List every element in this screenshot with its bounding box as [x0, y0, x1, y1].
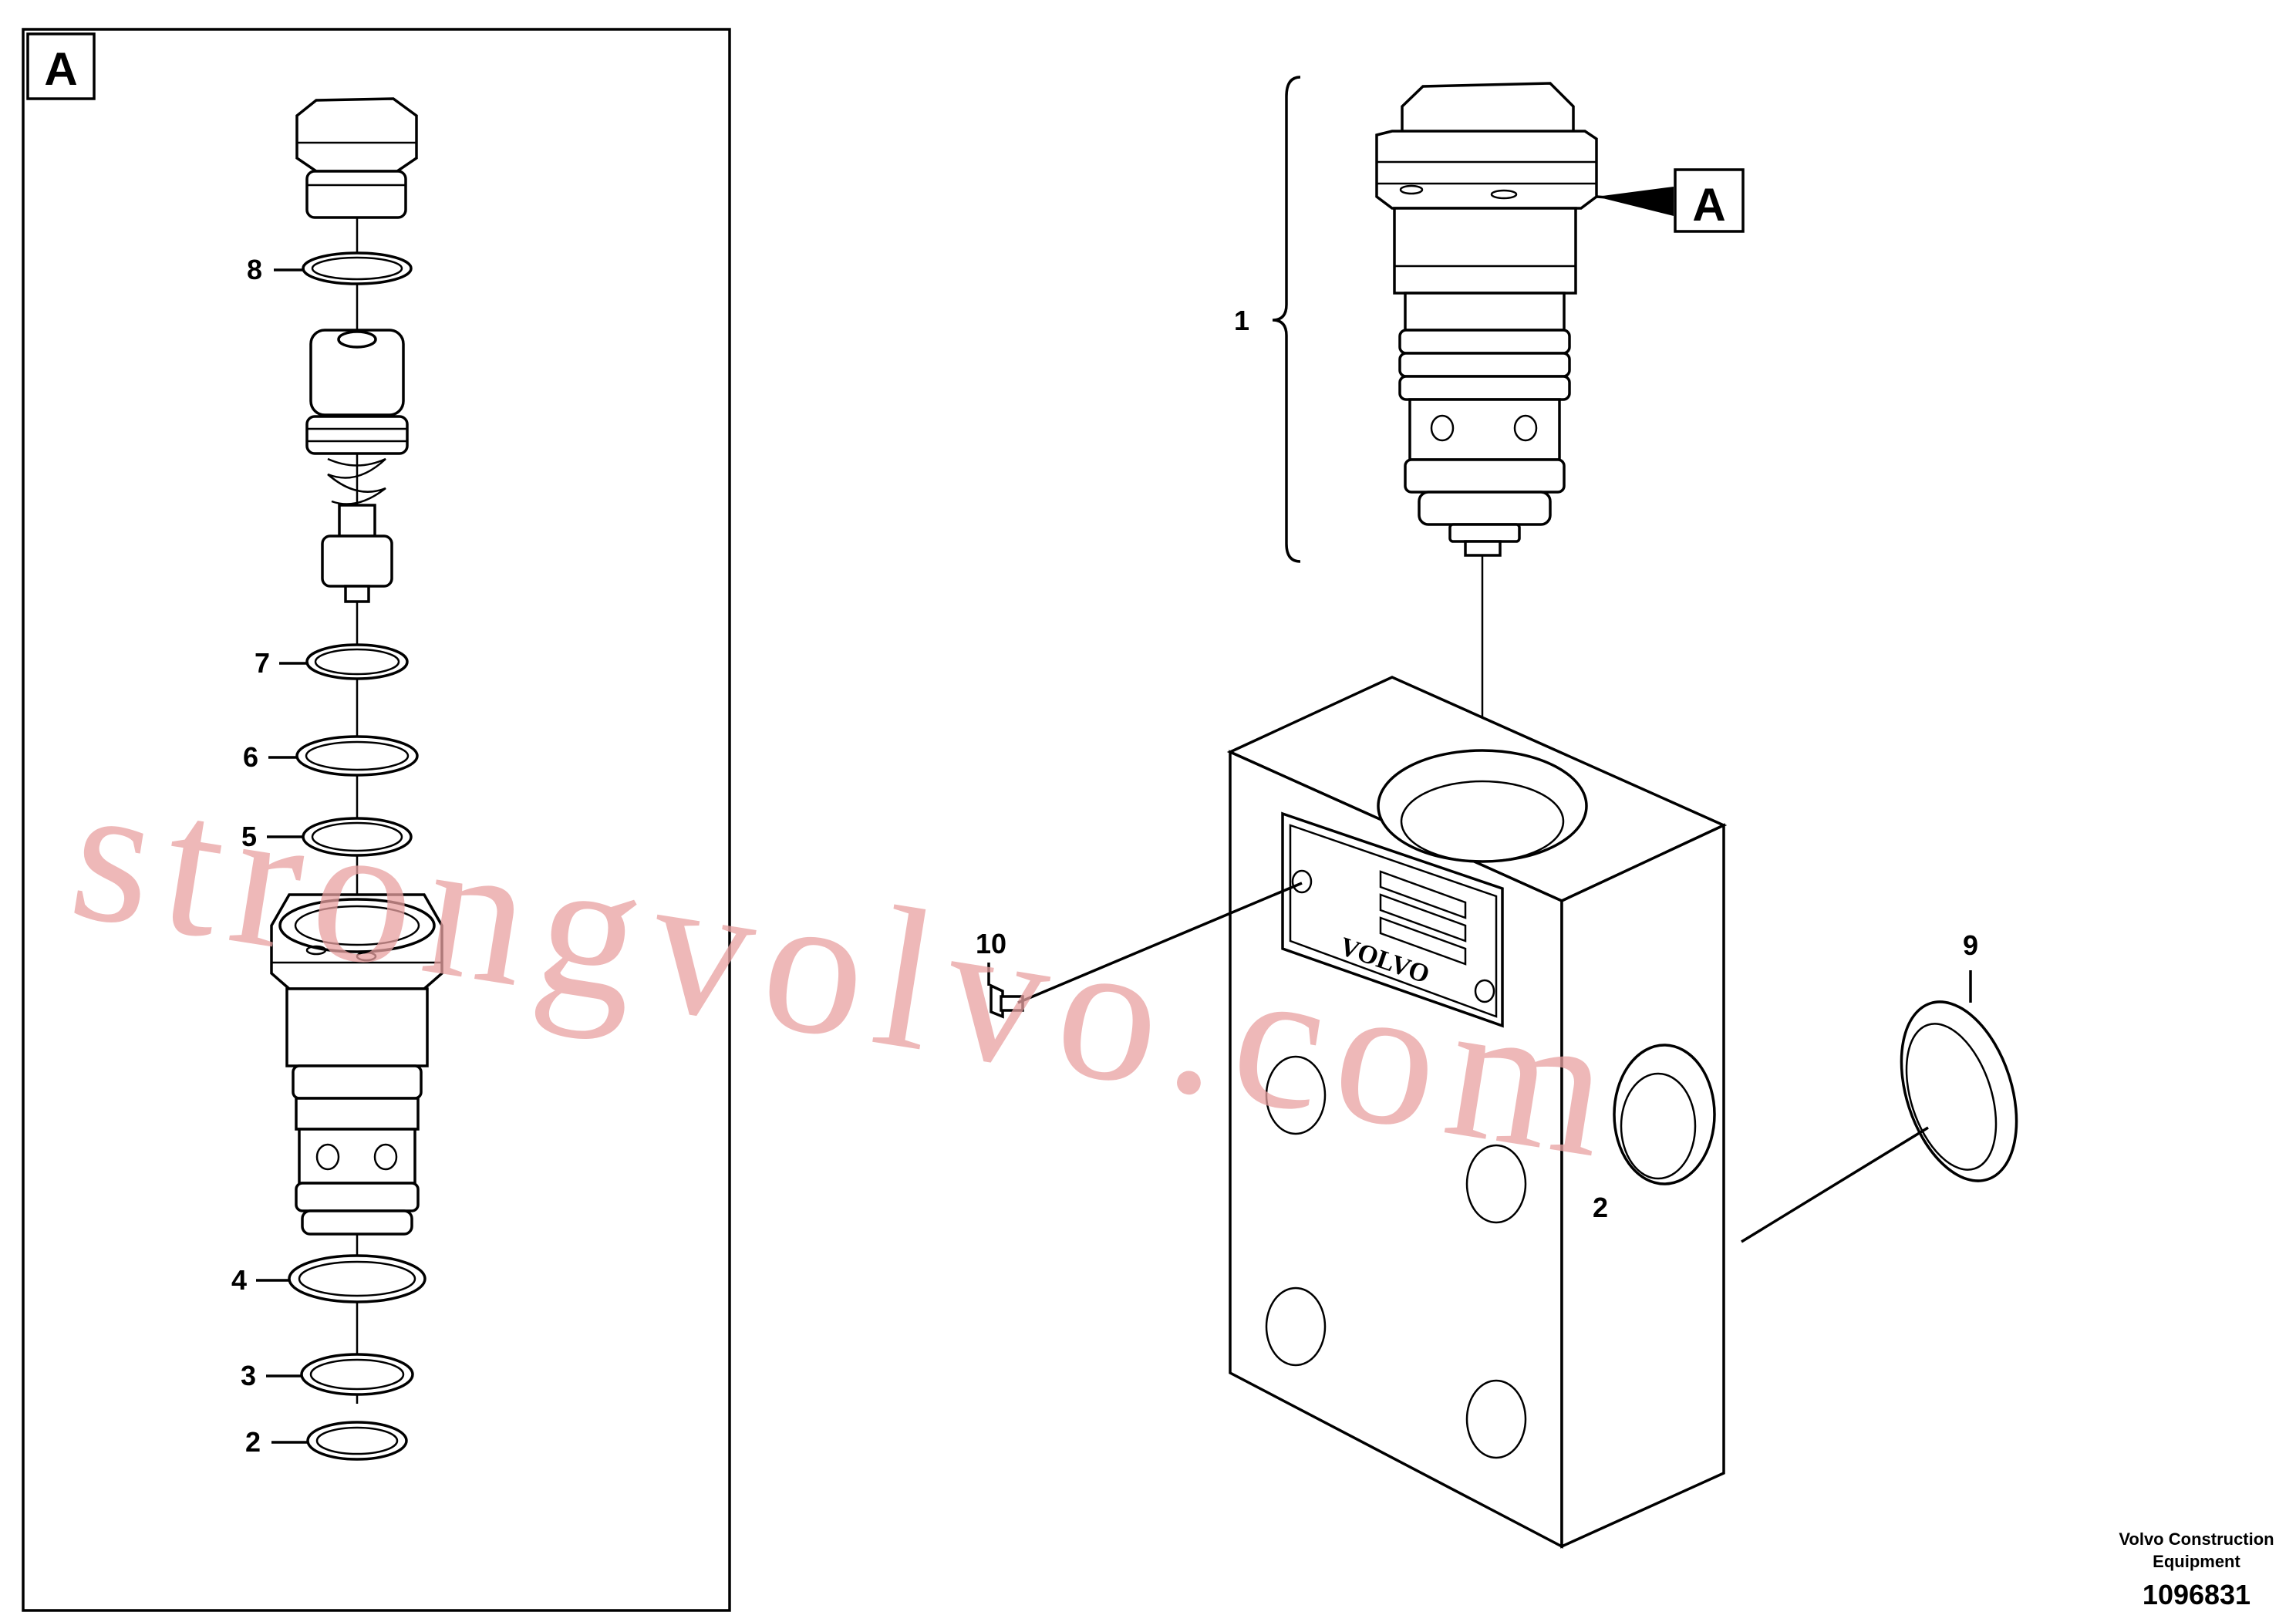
seal-ring-9: [1741, 970, 2018, 1243]
callout-2-body: 2: [1593, 1192, 1608, 1223]
callout-10: 10: [976, 928, 1006, 959]
seal-ring-7: [305, 643, 409, 680]
company-line1: Volvo Construction: [2119, 1529, 2274, 1549]
detail-a-pointer: A: [1596, 168, 1745, 233]
detail-a-stack: [270, 97, 443, 1461]
company-line2: Equipment: [2153, 1552, 2240, 1571]
callout-1: 1: [1234, 305, 1249, 336]
seal-ring-6: [295, 735, 419, 777]
callout-7: 7: [255, 647, 270, 679]
drawing-number: 1096831: [2143, 1579, 2250, 1610]
callout-9: 9: [1963, 929, 1978, 961]
pointer-label: A: [1692, 179, 1725, 231]
seal-ring-3: [300, 1353, 414, 1396]
detail-a-frame: A: [22, 28, 731, 1612]
title-footer: Volvo Construction Equipment 1096831: [2119, 1529, 2274, 1610]
rivet-pin: [990, 882, 1303, 1019]
poppet-assembly: [305, 329, 409, 603]
detail-a-callouts: 8 7 6 5 4 3 2: [231, 254, 308, 1458]
callout-5: 5: [241, 821, 257, 852]
callout-2: 2: [245, 1426, 261, 1458]
seal-ring-4: [288, 1254, 426, 1303]
callout-6: 6: [243, 741, 258, 773]
valve-block: VOLVO 2: [1226, 676, 1728, 1549]
valve-cartridge-assembly: [1375, 82, 1598, 557]
callout-8: 8: [247, 254, 262, 285]
seal-ring-2: [306, 1421, 408, 1461]
bracket-brace: [1272, 76, 1301, 563]
callout-3: 3: [241, 1360, 256, 1391]
detail-box-label: A: [44, 43, 77, 95]
cartridge-body: [270, 893, 443, 1236]
hex-cap: [295, 97, 418, 219]
callout-4: 4: [231, 1264, 247, 1296]
